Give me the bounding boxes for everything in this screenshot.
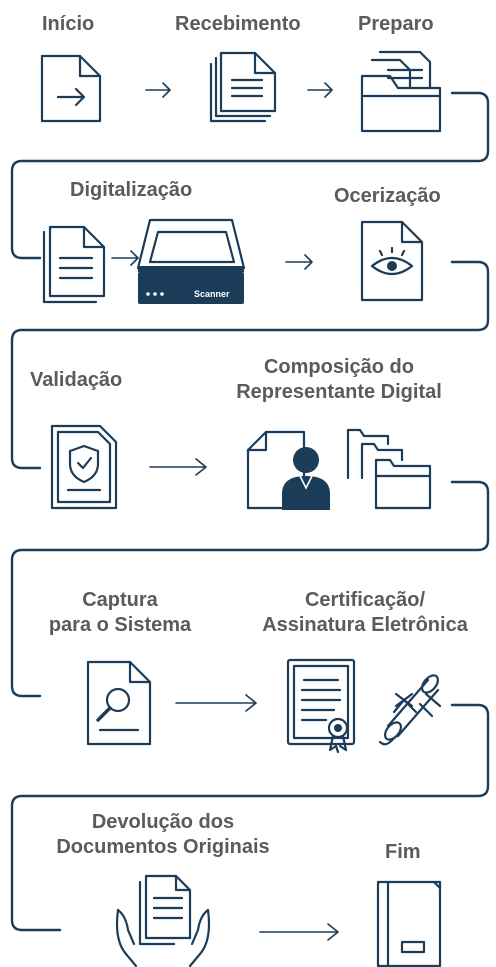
certificate-icon [286,658,356,754]
document-person-icon [246,430,330,510]
book-icon [376,880,442,967]
row-connector-2 [10,260,490,470]
step-label-ocerizacao: Ocerização [334,185,441,207]
document-arrow-icon [40,54,102,123]
scanner-label: Scanner [194,289,230,299]
arrow-7 [259,923,339,941]
document-eye-icon [360,220,424,302]
document-lines-icon [42,225,106,304]
arrow-6 [175,694,257,712]
row-connector-3 [10,480,490,698]
arrow-2 [307,82,333,98]
folder-documents-icon [360,50,442,133]
step-label-digitalizacao: Digitalização [70,179,193,201]
step-label-recebimento: Recebimento [175,13,301,35]
documents-stack-icon [209,51,277,123]
arrow-3 [111,250,139,266]
step-label-certificacao: Certificação/Assinatura Eletrônica [262,589,468,636]
scanner-icon: Scanner [136,218,246,304]
arrow-1 [145,82,171,98]
arrow-5 [149,458,207,476]
folders-icon [346,428,432,510]
hands-documents-icon [115,874,211,967]
document-search-icon [86,660,152,746]
step-label-preparo: Preparo [358,13,434,35]
document-shield-icon [50,424,118,510]
step-label-fim: Fim [385,841,421,863]
row-connector-1 [10,91,490,260]
row-connector-4 [10,703,490,932]
step-label-validacao: Validação [30,369,123,391]
arrow-4 [285,254,313,270]
scroll-diploma-icon [378,674,442,746]
step-label-inicio: Início [42,13,95,35]
